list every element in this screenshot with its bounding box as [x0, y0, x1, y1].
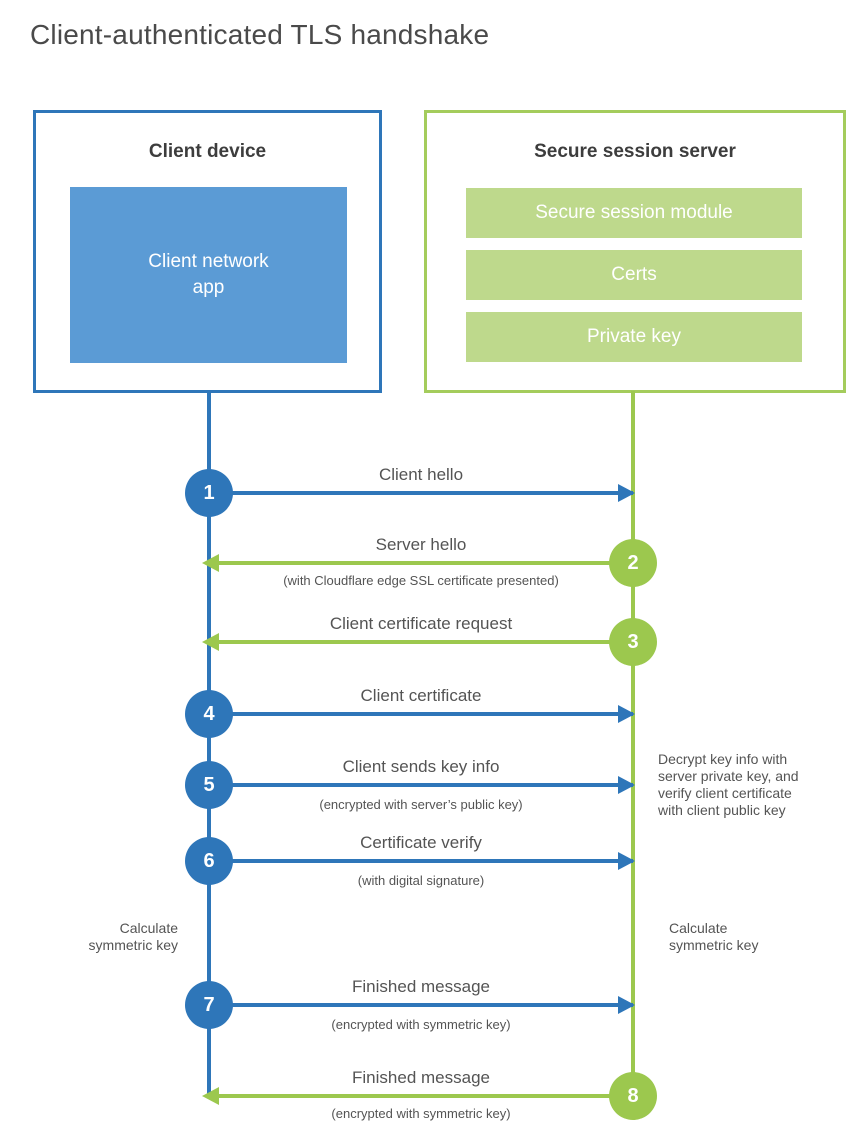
step-5-sublabel: (encrypted with server’s public key)	[319, 797, 523, 812]
server-lifeline	[631, 391, 635, 1097]
step-3-arrowhead-left-icon	[202, 633, 219, 651]
client-network-app-box: Client network app	[70, 187, 347, 363]
step-5-arrow-line	[209, 783, 633, 787]
decrypt-key-info-note: Decrypt key info with server private key…	[658, 751, 799, 818]
step-4-arrow-line	[209, 712, 633, 716]
step-6-arrow-line	[209, 859, 633, 863]
step-4-arrowhead-right-icon	[618, 705, 635, 723]
client-device-title: Client device	[148, 141, 267, 162]
step-3-arrow-line	[209, 640, 633, 644]
step-7-label: Finished message	[352, 977, 490, 996]
step-8-label: Finished message	[352, 1068, 490, 1087]
server-module-certs: Certs	[466, 250, 802, 300]
step-4-circle: 4	[185, 690, 233, 738]
step-8-circle: 8	[609, 1072, 657, 1120]
step-7-arrow-line	[209, 1003, 633, 1007]
step-6-sublabel: (with digital signature)	[357, 873, 485, 888]
step-5-arrowhead-right-icon	[618, 776, 635, 794]
step-6-label: Certificate verify	[360, 833, 482, 852]
secure-session-server-box: Secure session server Secure session mod…	[424, 110, 846, 393]
server-module-secure-session-module: Secure session module	[466, 188, 802, 238]
page-title: Client-authenticated TLS handshake	[30, 19, 490, 50]
step-4-label: Client certificate	[360, 686, 482, 705]
calculate-symmetric-key-note-server: Calculate symmetric key	[669, 920, 759, 953]
server-box-title: Secure session server	[534, 141, 736, 162]
step-1-circle: 1	[185, 469, 233, 517]
step-2-arrowhead-left-icon	[202, 554, 219, 572]
step-7-circle: 7	[185, 981, 233, 1029]
step-8-sublabel: (encrypted with symmetric key)	[331, 1106, 511, 1121]
step-8-arrowhead-left-icon	[202, 1087, 219, 1105]
calculate-symmetric-key-note-client: Calculate symmetric key	[88, 920, 178, 953]
step-2-sublabel: (with Cloudflare edge SSL certificate pr…	[283, 573, 559, 588]
step-1-arrow-line	[209, 491, 633, 495]
step-3-label: Client certificate request	[329, 614, 513, 633]
step-8-arrow-line	[209, 1094, 633, 1098]
step-6-arrowhead-right-icon	[618, 852, 635, 870]
step-7-arrowhead-right-icon	[618, 996, 635, 1014]
step-3-circle: 3	[609, 618, 657, 666]
server-module-private-key: Private key	[466, 312, 802, 362]
step-2-circle: 2	[609, 539, 657, 587]
step-6-circle: 6	[185, 837, 233, 885]
step-1-arrowhead-right-icon	[618, 484, 635, 502]
client-lifeline	[207, 391, 211, 1097]
step-2-label: Server hello	[375, 535, 467, 554]
step-5-label: Client sends key info	[342, 757, 500, 776]
step-2-arrow-line	[209, 561, 633, 565]
step-5-circle: 5	[185, 761, 233, 809]
step-7-sublabel: (encrypted with symmetric key)	[331, 1017, 511, 1032]
step-1-label: Client hello	[378, 465, 464, 484]
client-device-box: Client device Client network app	[33, 110, 382, 393]
